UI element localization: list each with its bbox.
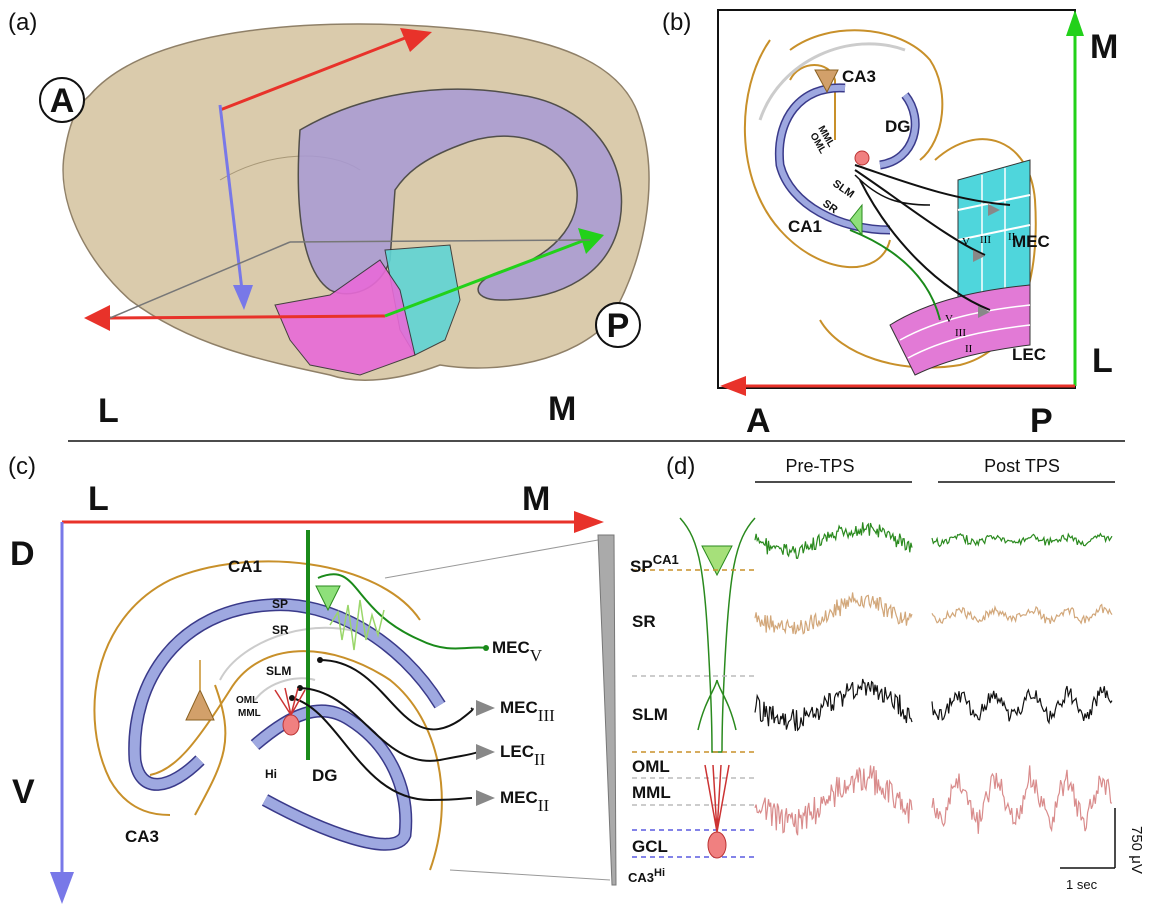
axis-a-label: A (50, 82, 75, 120)
b-mec-v: V (962, 236, 970, 248)
b-mec: MEC (1012, 232, 1050, 251)
panel-b-label: (b) (662, 9, 691, 36)
b-ca1: CA1 (788, 217, 822, 236)
b-slm: SLM (830, 178, 856, 201)
panel-a: (a) A P L M (8, 9, 650, 430)
b-axis-a: A (746, 402, 771, 440)
c-dg: DG (312, 766, 338, 785)
mec-block (957, 159, 1031, 301)
c-ca1: CA1 (228, 557, 262, 576)
d-slm: SLM (632, 705, 668, 724)
c-sr: SR (272, 623, 289, 637)
c-oml: OML (236, 695, 258, 706)
b-mec-iii: III (980, 234, 991, 246)
axis-m-label: M (548, 390, 576, 428)
lfp-traces (754, 522, 1113, 836)
d-gcl: GCL (632, 837, 668, 856)
lfp-trace (754, 765, 913, 836)
b-axis-m: M (1090, 28, 1118, 66)
c-mec-ii: MECII (500, 788, 549, 815)
panel-b: (b) M L A P (662, 9, 1118, 440)
scale-time: 1 sec (1066, 877, 1098, 892)
post-tps-header: Post TPS (984, 456, 1060, 476)
c-axis-l: L (88, 480, 109, 518)
d-sr: SR (632, 612, 656, 631)
d-sp: SPCA1 (630, 552, 679, 576)
lfp-trace (931, 685, 1113, 725)
c-hi: Hi (265, 767, 277, 781)
lfp-trace (931, 603, 1113, 625)
d-mml: MML (632, 783, 671, 802)
b-mec-ii: II (1008, 231, 1016, 243)
c-mec-iii: MECIII (500, 698, 555, 725)
c-ca3: CA3 (125, 827, 159, 846)
b-lec: LEC (1012, 345, 1046, 364)
panel-a-label: (a) (8, 9, 37, 36)
lfp-trace (754, 678, 913, 732)
b-ca3: CA3 (842, 67, 876, 86)
panel-d: (d) Pre-TPS Post TPS SPCA1 SR SLM OML MM… (628, 453, 1145, 892)
scale-voltage: 750 μV (1128, 826, 1145, 874)
axis-p-label: P (607, 307, 630, 345)
axis-l-label: L (98, 392, 119, 430)
c-axis-d: D (10, 535, 35, 573)
panel-c-label: (c) (8, 453, 36, 480)
b-dg: DG (885, 117, 911, 136)
axis-a-badge (39, 77, 85, 123)
panel-d-label: (d) (666, 453, 695, 480)
b-lec-iii: III (955, 327, 966, 339)
b-axis-p: P (1030, 402, 1053, 440)
c-axis-m: M (522, 480, 550, 518)
lec-block (889, 284, 1031, 376)
panel-c: (c) L M D V (8, 453, 617, 904)
b-lec-ii: II (965, 343, 973, 355)
b-axis-l: L (1092, 342, 1113, 380)
c-mml: MML (238, 708, 261, 719)
lfp-trace (931, 532, 1113, 548)
axis-p-badge (595, 302, 641, 348)
c-sp: SP (272, 597, 288, 611)
lfp-trace (931, 765, 1113, 834)
lfp-trace (754, 522, 913, 559)
c-slm: SLM (266, 664, 291, 678)
lfp-trace (754, 592, 913, 635)
pre-tps-header: Pre-TPS (785, 456, 854, 476)
d-oml: OML (632, 757, 670, 776)
b-lec-v: V (945, 313, 953, 325)
c-lec-ii: LECII (500, 742, 546, 769)
c-axis-v: V (12, 773, 35, 811)
d-ca3-hi: CA3Hi (628, 867, 665, 885)
c-mec-v: MECV (492, 638, 543, 665)
